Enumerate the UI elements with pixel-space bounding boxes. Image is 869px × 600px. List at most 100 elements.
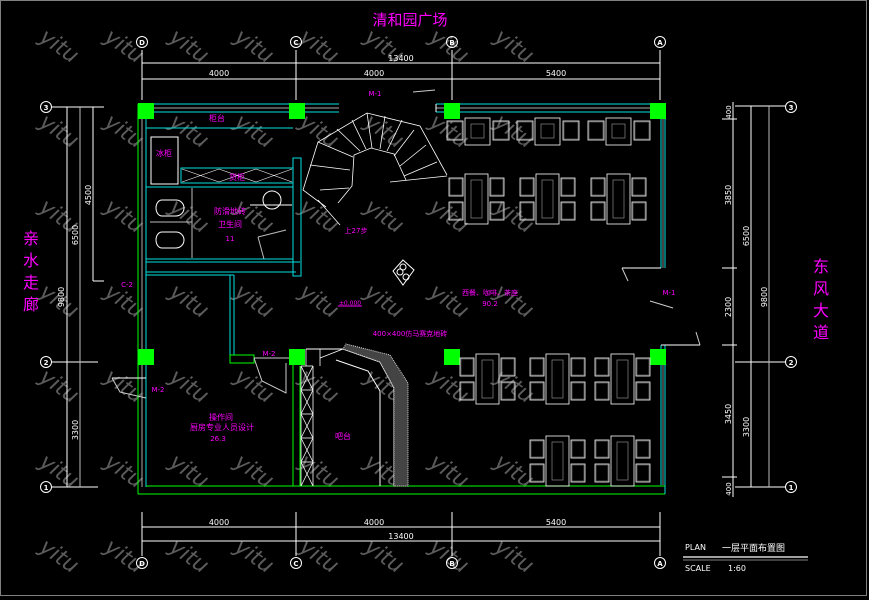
axis-bubble-a: A — [654, 557, 666, 569]
chair — [590, 177, 606, 197]
long-table — [610, 435, 635, 487]
dim-top-span: 4000 — [364, 69, 384, 78]
axis-bubble-d: D — [136, 36, 148, 48]
watermark-text: yitu — [424, 364, 473, 409]
chair — [446, 120, 464, 141]
dining-furniture — [446, 117, 651, 487]
left-axis-markers: 3 2 1 — [40, 101, 52, 493]
axis-bubble-3: 3 — [785, 101, 797, 113]
chair — [519, 201, 535, 221]
dim-left-mid: 6500 — [71, 225, 80, 245]
axis-bubble-c: C — [290, 36, 302, 48]
svg-text:B: B — [449, 560, 454, 568]
column — [289, 349, 305, 365]
shelf-brace — [300, 413, 314, 439]
label-toilet-floor: 防滑地砖 — [214, 206, 246, 216]
dim-left-mid: 3300 — [71, 420, 80, 440]
dim-left-inner: 4500 — [84, 185, 93, 205]
chair — [448, 177, 464, 197]
column — [138, 349, 154, 365]
shelf-brace — [300, 461, 314, 487]
chair — [635, 439, 651, 459]
plaza-label: 清和园广场 — [372, 11, 447, 29]
toilet-doors — [250, 204, 292, 260]
watermark-text: yitu — [34, 364, 83, 409]
watermark-text: yitu — [359, 279, 408, 324]
right-dimension-lines — [722, 102, 785, 497]
dim-right-inner: 3450 — [724, 404, 733, 424]
watermark-text: yitu — [294, 24, 343, 69]
watermark-text: yitu — [229, 364, 278, 409]
left-label-char: 廊 — [23, 295, 39, 314]
long-table — [464, 173, 489, 225]
chair — [489, 201, 505, 221]
chair — [500, 381, 516, 401]
chair — [635, 381, 651, 401]
watermark-text: yitu — [229, 279, 278, 324]
label-kitchen: 操作间 — [209, 412, 233, 422]
chair — [594, 463, 610, 483]
watermark-text: yitu — [99, 364, 148, 409]
svg-text:C: C — [293, 560, 298, 568]
shelf-brace — [300, 365, 314, 391]
tag-door-m1-top: M-1 — [368, 90, 381, 98]
watermark-text: yitu — [294, 279, 343, 324]
bottom-dimension-lines — [141, 512, 661, 556]
watermark-text: yitu — [34, 24, 83, 69]
watermark-text: yitu — [489, 109, 538, 154]
watermark-layer: yitu yitu yitu yitu yitu yitu yitu yitu yitu yitu… — [34, 24, 538, 579]
chair — [529, 463, 545, 483]
chair — [635, 463, 651, 483]
right-street-label: 东 风 大 道 — [813, 257, 829, 342]
tag-door-m2-mid: M-2 — [262, 350, 275, 358]
scale-value: 1:60 — [728, 564, 746, 573]
svg-text:D: D — [139, 560, 145, 568]
dim-bottom-span: 5400 — [546, 518, 566, 527]
label-floor-tile: 400×400仿马赛克地砖 — [373, 329, 448, 338]
dim-left-total: 9800 — [57, 287, 66, 307]
watermark-text: yitu — [164, 364, 213, 409]
watermark-text: yitu — [229, 449, 278, 494]
watermark-text: yitu — [34, 534, 83, 579]
axis-bubble-1: 1 — [785, 481, 797, 493]
label-counter: 柜台 — [209, 113, 225, 123]
watermark-text: yitu — [489, 24, 538, 69]
label-dining-area: 90.2 — [482, 300, 498, 308]
chair — [631, 201, 647, 221]
chair — [519, 177, 535, 197]
compass-icon — [392, 259, 415, 286]
chair — [529, 381, 545, 401]
long-table — [475, 353, 500, 405]
left-dimension-lines — [52, 106, 104, 488]
chair — [570, 357, 586, 377]
label-toilet: 卫生间 — [218, 219, 242, 229]
watermark-text: yitu — [489, 364, 538, 409]
long-table — [535, 173, 560, 225]
svg-text:1: 1 — [789, 484, 794, 492]
dim-right-inner: 400 — [725, 482, 733, 495]
left-label-char: 走 — [23, 273, 39, 292]
label-elevation: ±0.000 — [339, 300, 361, 307]
right-label-char: 东 — [813, 257, 829, 276]
svg-text:C: C — [293, 39, 298, 47]
chair — [594, 357, 610, 377]
shelf-brace — [300, 437, 314, 463]
right-label-char: 道 — [813, 323, 829, 342]
structural-columns — [138, 103, 666, 365]
axis-bubble-b: B — [446, 36, 458, 48]
tag-door-m2-left: M-2 — [151, 386, 164, 394]
watermark-text: yitu — [99, 194, 148, 239]
chair — [529, 357, 545, 377]
label-dining: 西餐、咖啡、茶座 — [462, 288, 518, 297]
watermark-text: yitu — [489, 194, 538, 239]
watermark-text: yitu — [164, 109, 213, 154]
svg-text:A: A — [657, 560, 663, 568]
long-table — [606, 173, 631, 225]
chair — [570, 381, 586, 401]
axis-bubble-c: C — [290, 557, 302, 569]
dim-right-inner: 400 — [725, 105, 733, 118]
column — [444, 103, 460, 119]
left-label-char: 亲 — [23, 229, 39, 248]
right-axis-markers: 3 2 1 — [785, 101, 797, 493]
right-label-char: 大 — [813, 301, 829, 320]
